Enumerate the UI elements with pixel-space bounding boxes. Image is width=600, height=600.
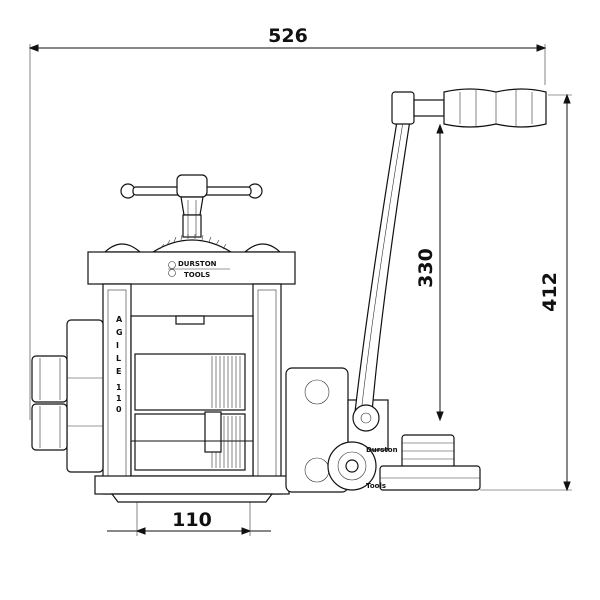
dimension-330-label: 330 — [415, 248, 437, 288]
dimension-526-label: 526 — [268, 25, 308, 47]
rollers — [131, 353, 253, 471]
dimension-handle-height: 330 — [415, 123, 444, 422]
left-hub — [31, 319, 104, 473]
top-plate: DURSTON TOOLS — [87, 251, 296, 285]
spare-rollers: Durston Tools — [327, 434, 481, 491]
crank-arm — [352, 114, 411, 432]
dimension-412-label: 412 — [539, 272, 561, 312]
top-screw-handle — [103, 174, 282, 253]
dimension-overall-height: 412 — [480, 93, 572, 492]
dimension-overall-width: 526 — [28, 25, 547, 420]
roller-brand-label-2: Tools — [366, 482, 386, 490]
brand-label-line2: TOOLS — [184, 271, 210, 279]
brand-label-line1: DURSTON — [178, 260, 217, 268]
dimension-base-width: 110 — [107, 495, 271, 536]
dimension-110-label: 110 — [172, 509, 212, 531]
roller-brand-label-1: Durston — [366, 446, 398, 454]
crank-handle — [391, 88, 547, 128]
